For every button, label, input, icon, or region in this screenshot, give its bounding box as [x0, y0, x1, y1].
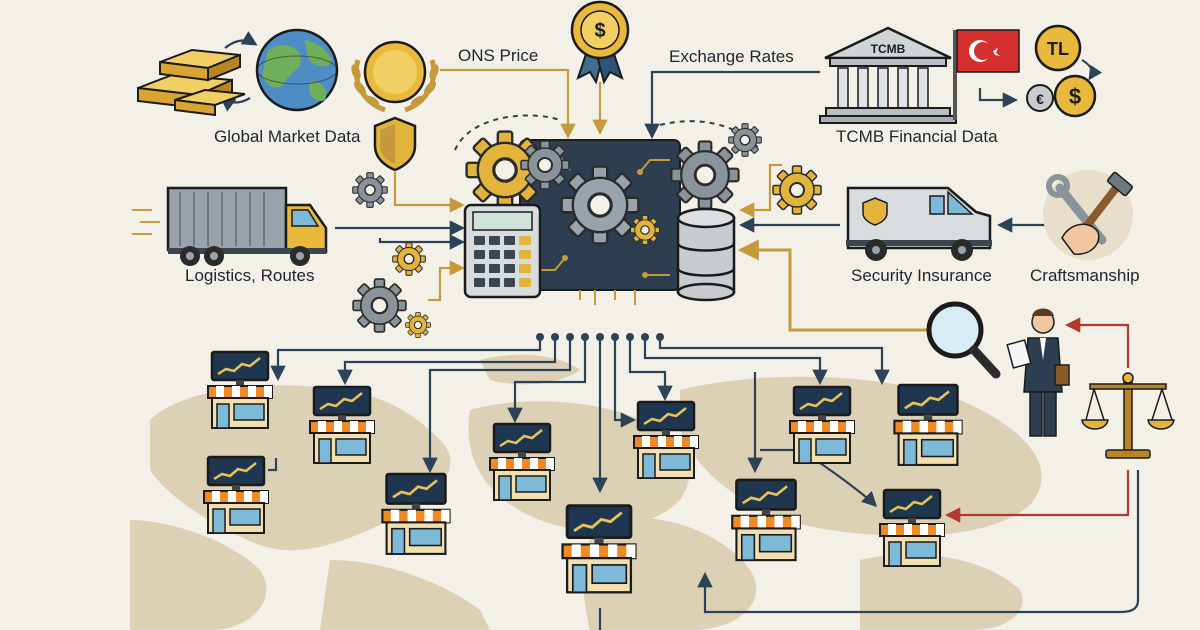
label-ons-price: ONS Price: [458, 46, 539, 65]
connector-ons: [440, 68, 576, 140]
connector-gear-lower: [428, 260, 466, 302]
connector-gear-right: [738, 163, 782, 218]
gold-coin-icon: [351, 40, 439, 113]
shop-icon: [632, 400, 700, 480]
bank-sign: TCMB: [871, 42, 906, 56]
magnifier-icon: [926, 301, 1001, 379]
inspector-icon: [1006, 308, 1070, 437]
connector-exchange: [644, 70, 820, 140]
database-icon: [676, 207, 736, 302]
shop-icon: [202, 455, 270, 535]
connector-gold-globe: [224, 31, 258, 49]
euro-coin-label: €: [1036, 91, 1044, 107]
connector-coins: [978, 88, 1019, 108]
connectors: [219, 31, 1140, 630]
connector-shield: [393, 172, 466, 213]
turkey-flag-icon: [953, 29, 1020, 120]
central-hub: [454, 114, 761, 341]
tools-icon: [1043, 170, 1133, 260]
connector-magnifier: [737, 239, 928, 332]
label-exchange-rates: Exchange Rates: [669, 47, 794, 66]
shop-icon: [893, 383, 963, 467]
tl-coin-label: TL: [1047, 39, 1069, 59]
label-security-insurance: Security Insurance: [851, 266, 992, 285]
gear-icon: [670, 140, 740, 210]
medal-icon: $: [570, 0, 630, 85]
armored-van-icon: [846, 186, 992, 261]
shop-icon: [308, 385, 376, 465]
dollar-coin-label: $: [1069, 84, 1081, 109]
gear-icon: [772, 165, 822, 215]
shop-icon: [488, 422, 556, 502]
label-tcmb-financial-data: TCMB Financial Data: [836, 127, 998, 146]
truck-icon: [132, 186, 328, 266]
gear-icon: [352, 172, 388, 208]
label-logistics-routes: Logistics, Routes: [185, 266, 315, 285]
shop-icon: [788, 385, 856, 465]
shop-icon: [560, 503, 638, 595]
gear-icon: [392, 242, 426, 276]
shop-icon: [206, 350, 274, 430]
medal-symbol: $: [594, 20, 605, 42]
scales-icon: [1081, 372, 1175, 459]
gear-icon: [560, 165, 640, 245]
bank-icon: TCMB: [819, 26, 957, 124]
gear-icon: [630, 215, 660, 245]
gear-icon: [520, 140, 570, 190]
calculator-icon: [463, 203, 542, 299]
shop-icon: [878, 488, 946, 568]
shop-icon: [730, 478, 802, 562]
label-craftsmanship: Craftsmanship: [1030, 266, 1140, 285]
gear-icon: [405, 312, 431, 338]
label-global-market-data: Global Market Data: [214, 127, 361, 146]
globe-icon: [255, 28, 339, 112]
connector-gear-small: [378, 234, 466, 250]
shop-icon: [381, 472, 451, 556]
gear-icon: [728, 123, 762, 157]
gold-bars-icon: [137, 48, 246, 117]
currency-coins: TL € $: [1026, 24, 1103, 118]
shield-icon: [373, 116, 417, 172]
gear-icon: [352, 278, 407, 333]
